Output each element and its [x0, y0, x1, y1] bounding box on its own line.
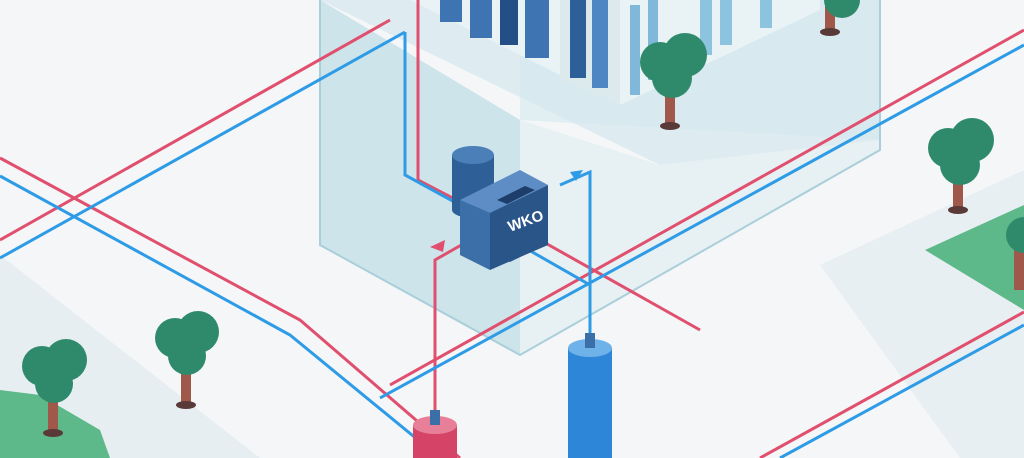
tree-icon — [928, 118, 994, 214]
well-icon — [568, 333, 612, 458]
flow-arrow-icon — [430, 170, 583, 252]
wko-unit: WKO — [460, 170, 548, 270]
tree-icon — [22, 339, 87, 437]
building — [410, 0, 820, 105]
cold-pipe-network — [0, 30, 1024, 458]
tree-icon — [640, 33, 707, 130]
tree-icon — [1006, 217, 1024, 290]
grass-patch-right — [925, 205, 1024, 310]
tree-icon — [155, 311, 219, 409]
building-windows — [440, 0, 772, 95]
ground-plate-left — [0, 255, 260, 458]
ground-plate-right — [820, 170, 1024, 458]
tree-icon — [820, 0, 860, 36]
well-icon — [413, 410, 457, 458]
